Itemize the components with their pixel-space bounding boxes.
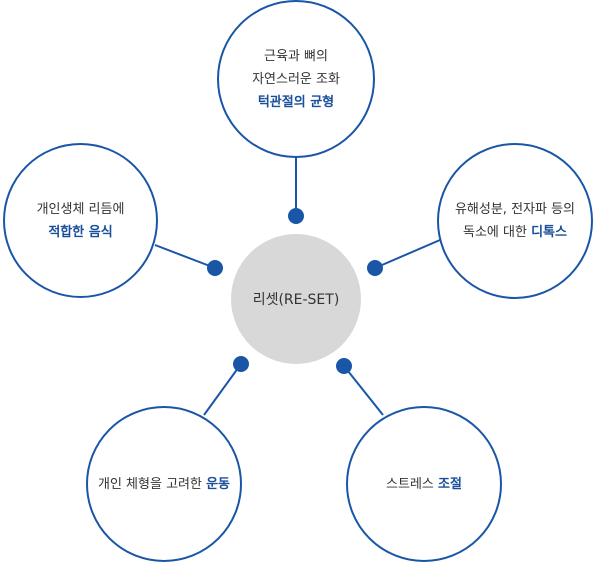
node-right-emphasis: 디톡스	[531, 225, 567, 240]
node-bottom-right: 스트레스 조절	[346, 406, 502, 562]
connector-bottom-left	[203, 363, 242, 416]
node-top-emphasis: 턱관절의 균형	[257, 94, 335, 110]
node-left: 개인생체 리듬에 적합한 음식	[3, 143, 158, 298]
node-right: 유해성분, 전자파 등의 독소에 대한 디톡스	[437, 143, 593, 299]
connector-dot-top	[288, 208, 304, 224]
node-right-line1: 유해성분, 전자파 등의	[454, 202, 576, 217]
connector-dot-bottom-left	[233, 356, 249, 372]
node-left-emphasis: 적합한 음식	[48, 224, 113, 240]
node-top: 근육과 뼈의 자연스러운 조화 턱관절의 균형	[217, 0, 375, 158]
node-right-line2: 독소에 대한 디톡스	[463, 221, 567, 244]
node-right-line2-text: 독소에 대한	[463, 225, 532, 240]
node-left-line1: 개인생체 리듬에	[36, 201, 125, 217]
connector-dot-left	[207, 260, 223, 276]
connector-right	[374, 239, 441, 269]
node-bottom-left-line1: 개인 체형을 고려한 운동	[98, 473, 230, 496]
node-bottom-right-emphasis: 조절	[438, 476, 462, 492]
node-bottom-left-text: 개인 체형을 고려한	[98, 476, 207, 492]
center-label: 리셋(RE-SET)	[252, 292, 340, 308]
center-node: 리셋(RE-SET)	[231, 234, 361, 364]
connector-dot-right	[367, 260, 383, 276]
node-bottom-left: 개인 체형을 고려한 운동	[86, 406, 242, 562]
node-bottom-right-line1: 스트레스 조절	[386, 473, 462, 496]
connector-left	[154, 244, 216, 269]
connector-dot-bottom-right	[336, 358, 352, 374]
node-bottom-left-emphasis: 운동	[206, 476, 230, 492]
node-top-line2: 자연스러운 조화	[252, 71, 340, 87]
connector-bottom-right	[343, 365, 384, 416]
node-top-line1: 근육과 뼈의	[264, 48, 328, 64]
node-bottom-right-text: 스트레스	[386, 476, 439, 492]
